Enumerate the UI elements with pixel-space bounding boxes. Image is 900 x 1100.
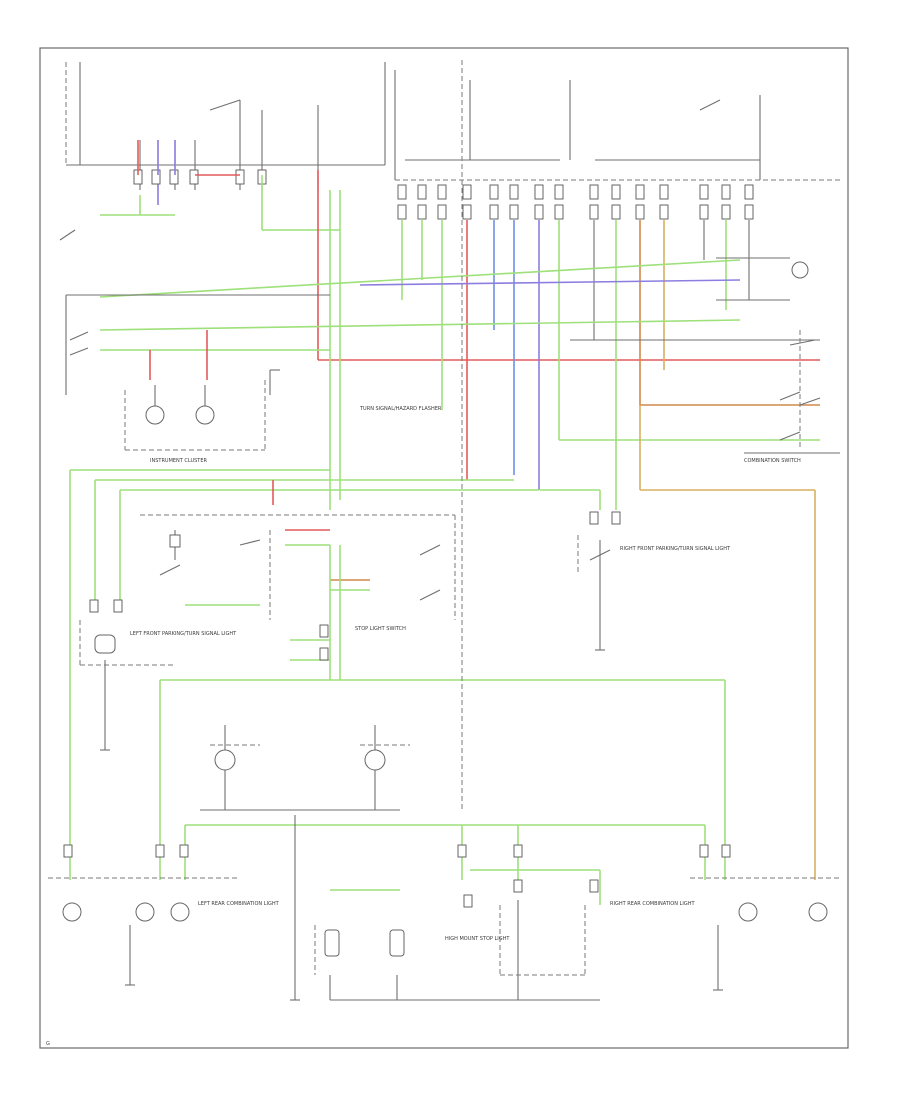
- license-lights: [200, 725, 410, 811]
- right-rear-lamp: RIGHT REAR COMBINATION LIGHT: [499, 877, 840, 1000]
- left-rear-lamp: LEFT REAR COMBINATION LIGHT: [48, 877, 280, 985]
- diagram-frame: [39, 47, 849, 1049]
- flasher-unit: TURN SIGNAL/HAZARD FLASHER: [269, 369, 442, 661]
- left-rear-lamp-label: LEFT REAR COMBINATION LIGHT: [198, 901, 280, 907]
- combination-switch: COMBINATION SWITCH: [744, 261, 840, 464]
- right-rear-lamp-label: RIGHT REAR COMBINATION LIGHT: [610, 901, 695, 907]
- footer-mark: G: [46, 1041, 50, 1047]
- instrument-cluster-label: INSTRUMENT CLUSTER: [150, 458, 208, 464]
- right-front-lamp-label: RIGHT FRONT PARKING/TURN SIGNAL LIGHT: [620, 546, 731, 552]
- connector-row-left: [133, 169, 267, 185]
- fuse-box-left: [65, 62, 386, 190]
- stop-light-switch-label: STOP LIGHT SWITCH: [355, 626, 406, 632]
- combination-switch-label: COMBINATION SWITCH: [744, 458, 801, 464]
- connector-row-center-2: [397, 204, 754, 220]
- instrument-cluster: INSTRUMENT CLUSTER: [124, 330, 266, 464]
- rear-connectors: [63, 844, 731, 908]
- turn-signal-switch: [59, 229, 330, 395]
- high-mount-stop-light: HIGH MOUNT STOP LIGHT: [314, 869, 601, 1001]
- left-front-lamp: LEFT FRONT PARKING/TURN SIGNAL LIGHT: [79, 599, 237, 750]
- flasher-label: TURN SIGNAL/HAZARD FLASHER: [359, 406, 442, 412]
- hazard-switch: STOP LIGHT SWITCH: [140, 514, 456, 632]
- fuse-box-center: [394, 70, 840, 181]
- ground-points: [100, 649, 723, 1001]
- right-front-lamp: RIGHT FRONT PARKING/TURN SIGNAL LIGHT: [577, 511, 731, 650]
- connector-row-center: [397, 184, 754, 200]
- high-mount-stop-label: HIGH MOUNT STOP LIGHT: [445, 936, 510, 942]
- left-front-lamp-label: LEFT FRONT PARKING/TURN SIGNAL LIGHT: [130, 631, 237, 637]
